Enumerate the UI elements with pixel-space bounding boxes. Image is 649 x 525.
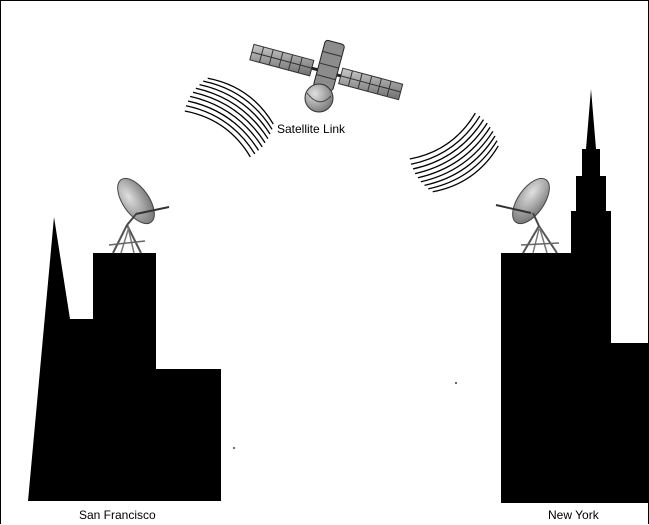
satellite-link-label: Satellite Link [277,122,346,136]
sf-tower-building [93,253,156,501]
new-york-label: New York [548,508,599,522]
san-francisco-label: San Francisco [79,508,156,522]
left-dish-icon [117,177,155,225]
right-dish-antenna [495,177,560,254]
satellite-icon [249,39,404,113]
sf-spire-building [28,217,93,501]
new-york-skyline [501,89,649,503]
sf-low-building [156,369,221,501]
right-signal-waves-icon [409,112,499,193]
left-dish-antenna [108,177,170,254]
ny-empire-building [571,89,649,503]
left-signal-waves-icon [184,77,274,158]
right-dish-icon [512,177,550,225]
ny-left-building [501,253,571,503]
san-francisco-skyline [28,217,221,501]
